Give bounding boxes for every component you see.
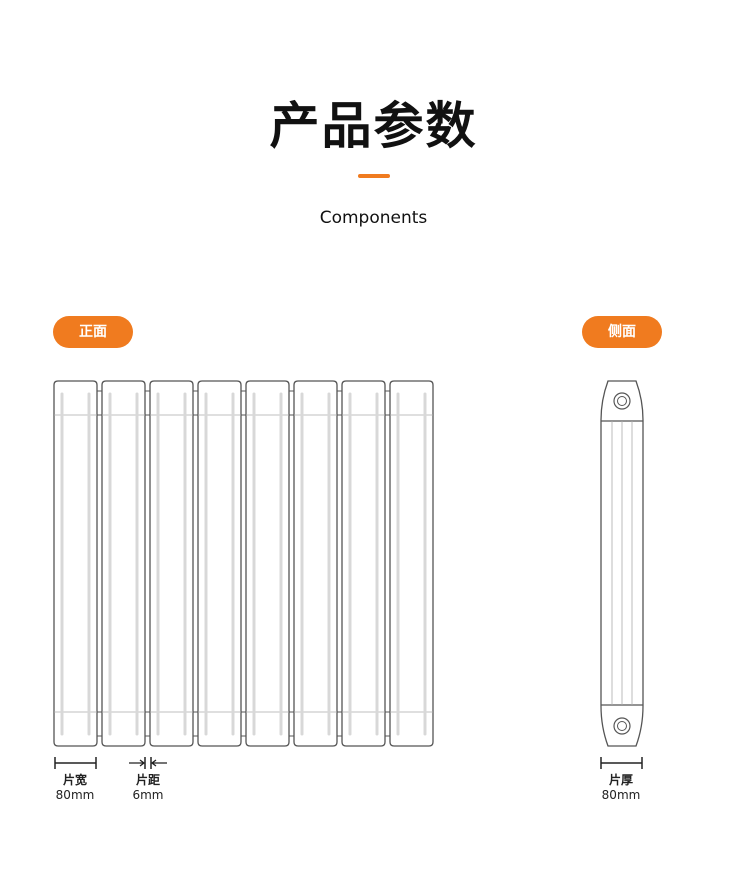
width-dimension: 片宽 80mm	[45, 773, 105, 803]
pipe-port-inner-icon	[617, 396, 627, 406]
side-view-tag: 侧面	[582, 316, 662, 348]
radiator-panel	[341, 380, 386, 747]
page-subtitle: Components	[319, 208, 428, 228]
radiator-panel	[197, 380, 242, 747]
gap-value: 6mm	[132, 788, 164, 802]
arrow-right-icon	[129, 759, 146, 767]
front-view-tag: 正面	[53, 316, 133, 348]
gap-dimension: 片距 6mm	[118, 773, 178, 803]
depth-label: 片厚	[608, 773, 633, 787]
radiator-panel	[101, 380, 146, 747]
pipe-port-inner-icon	[617, 721, 627, 731]
radiator-panel	[293, 380, 338, 747]
depth-dimension: 片厚 80mm	[591, 773, 651, 803]
width-label: 片宽	[62, 773, 87, 787]
arrow-left-icon	[150, 759, 167, 767]
depth-value: 80mm	[601, 788, 641, 802]
radiator-panel	[149, 380, 194, 747]
radiator-panel	[53, 380, 98, 747]
page-title: 产品参数	[269, 97, 478, 155]
title-underline	[358, 174, 390, 178]
radiator-panel	[245, 380, 290, 747]
width-value: 80mm	[55, 788, 95, 802]
radiator-panel	[389, 380, 434, 747]
gap-label: 片距	[135, 773, 160, 787]
